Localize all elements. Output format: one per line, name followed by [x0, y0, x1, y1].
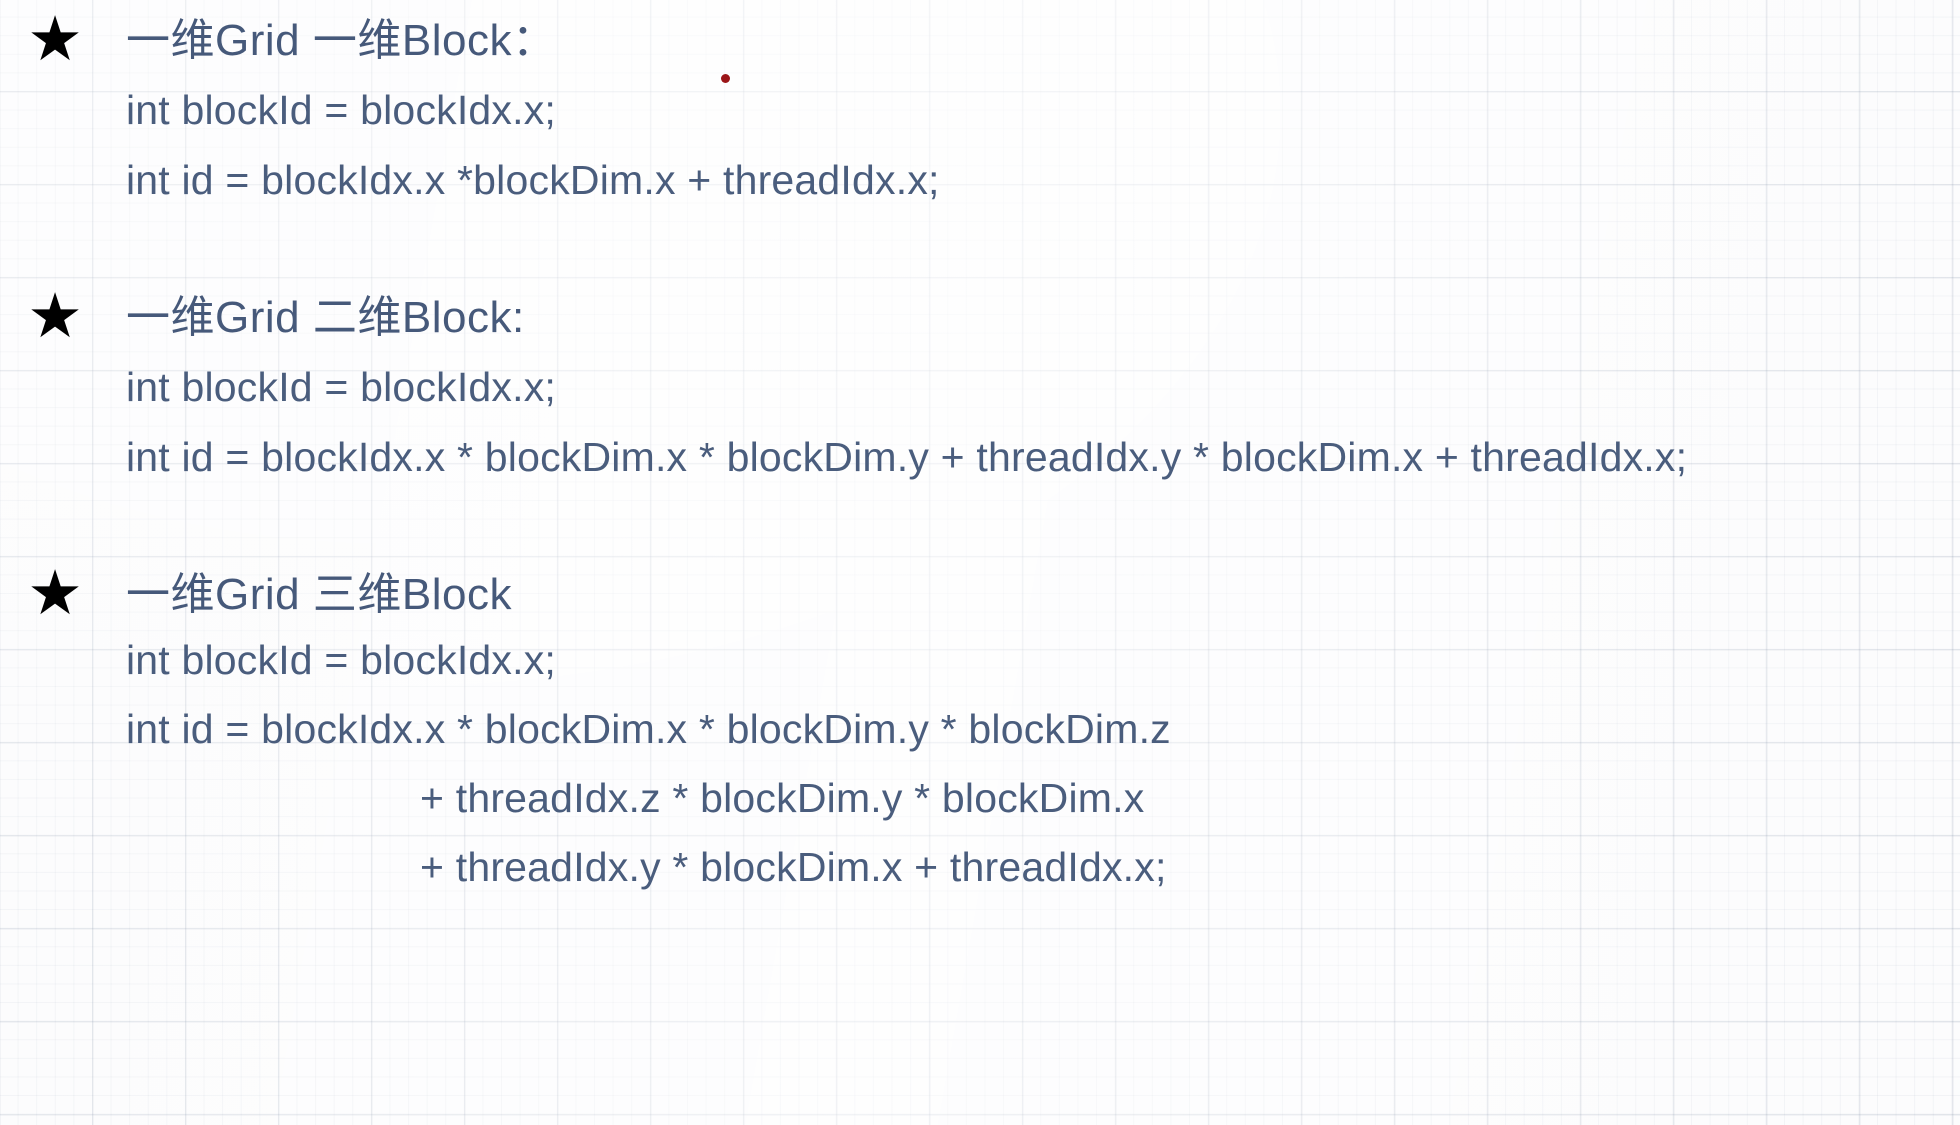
- section-one-d-grid-one-d-block: ★ 一维Grid 一维Block： int blockId = blockIdx…: [0, 8, 1960, 201]
- star-icon: ★: [27, 2, 83, 75]
- code-line-continuation: + threadIdx.y * blockDim.x + threadIdx.x…: [420, 844, 1167, 890]
- code-line: int blockId = blockIdx.x;: [126, 637, 557, 683]
- section-one-d-grid-three-d-block: ★ 一维Grid 三维Block int blockId = blockIdx.…: [0, 562, 1960, 888]
- code-line: int blockId = blockIdx.x;: [126, 87, 557, 133]
- star-icon: ★: [27, 556, 83, 629]
- section-heading-row: ★ 一维Grid 一维Block：: [0, 8, 1960, 74]
- section-heading-row: ★ 一维Grid 二维Block:: [0, 285, 1960, 351]
- section-heading-row: ★ 一维Grid 三维Block: [0, 562, 1960, 628]
- section-heading-label: 一维Grid 二维Block:: [126, 293, 525, 342]
- section-heading-label: 一维Grid 一维Block：: [126, 16, 557, 65]
- section-one-d-grid-two-d-block: ★ 一维Grid 二维Block: int blockId = blockIdx…: [0, 285, 1960, 478]
- section-heading-label: 一维Grid 三维Block: [126, 570, 512, 619]
- code-line: int id = blockIdx.x * blockDim.x * block…: [126, 706, 1171, 752]
- red-annotation-dot: [721, 74, 730, 83]
- code-line: int id = blockIdx.x *blockDim.x + thread…: [126, 157, 940, 203]
- code-line-continuation: + threadIdx.z * blockDim.y * blockDim.x: [420, 775, 1145, 821]
- code-line: int blockId = blockIdx.x;: [126, 364, 557, 410]
- star-icon: ★: [27, 279, 83, 352]
- code-line: int id = blockIdx.x * blockDim.x * block…: [126, 434, 1688, 480]
